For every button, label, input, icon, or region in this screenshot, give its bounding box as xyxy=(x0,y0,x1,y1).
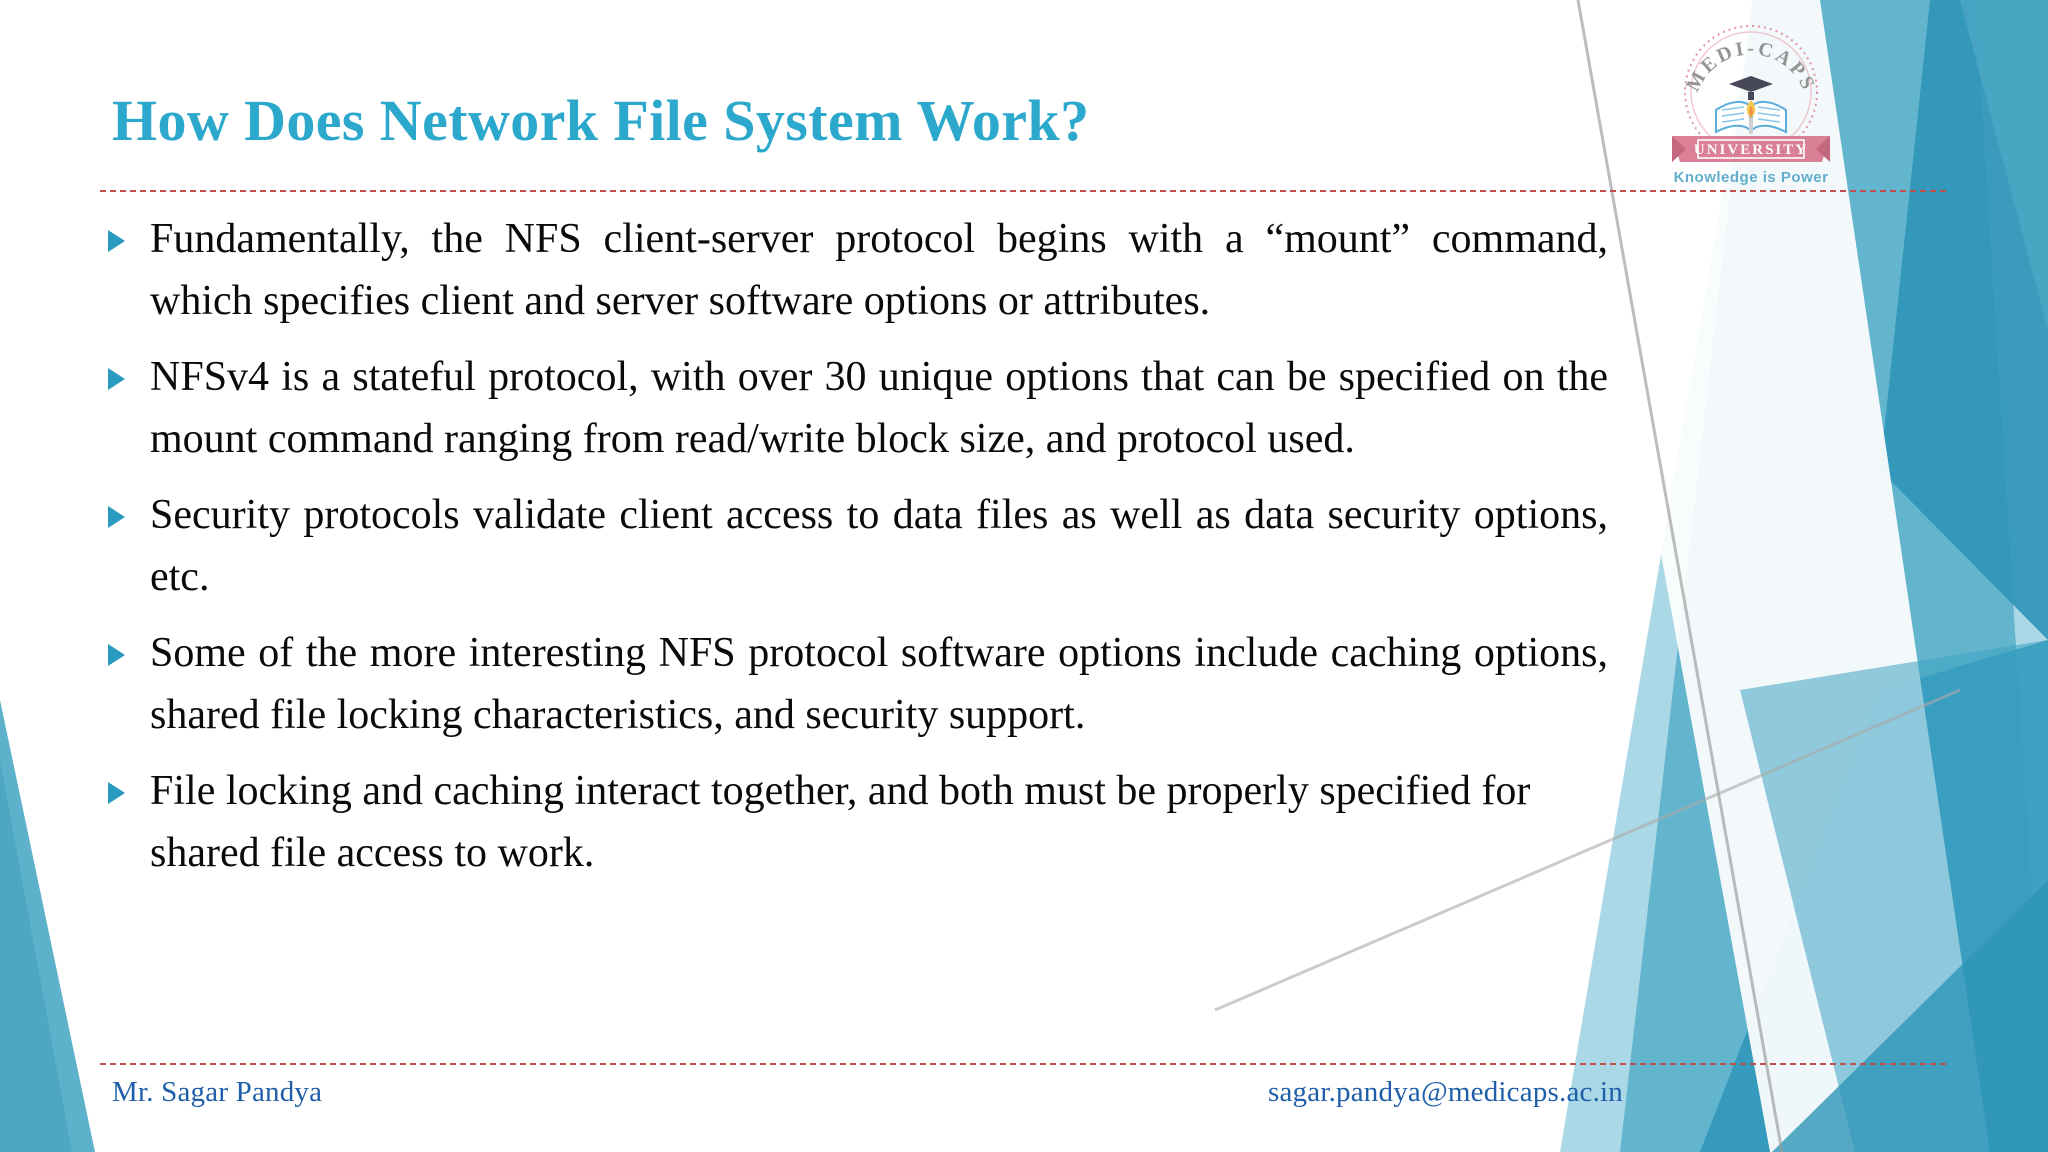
logo-name-banner: UNIVERSITY xyxy=(1694,142,1808,158)
list-item: Security protocols validate client acces… xyxy=(108,484,1608,608)
logo-torch-flame-icon xyxy=(1746,100,1756,134)
list-item: File locking and caching interact togeth… xyxy=(108,760,1608,884)
list-item: Some of the more interesting NFS protoco… xyxy=(108,622,1608,746)
footer-email[interactable]: sagar.pandya@medicaps.ac.in xyxy=(1268,1076,1623,1108)
triangle-bullet-icon xyxy=(108,760,150,804)
bullet-text: Security protocols validate client acces… xyxy=(150,492,1608,600)
triangle-bullet-icon xyxy=(108,346,150,390)
bullet-list: Fundamentally, the NFS client-server pro… xyxy=(108,208,1608,898)
bullet-text: Fundamentally, the NFS client-server pro… xyxy=(150,216,1608,324)
list-item: Fundamentally, the NFS client-server pro… xyxy=(108,208,1608,332)
logo-graduation-cap-icon xyxy=(1729,76,1773,100)
triangle-bullet-icon xyxy=(108,208,150,252)
triangle-bullet-icon xyxy=(108,484,150,528)
deco-shape-right-wedge-lower xyxy=(1700,640,2048,1152)
divider-top xyxy=(100,190,1946,192)
logo-tagline: Knowledge is Power xyxy=(1674,169,1829,186)
footer-presenter-name: Mr. Sagar Pandya xyxy=(112,1076,323,1108)
bullet-text: Some of the more interesting NFS protoco… xyxy=(150,630,1608,738)
deco-shape-bottom-left-wedge-inner xyxy=(0,760,72,1152)
bullet-text: NFSv4 is a stateful protocol, with over … xyxy=(150,354,1608,462)
medicaps-university-logo: MEDI-CAPS xyxy=(1636,14,1866,190)
divider-bottom xyxy=(100,1063,1946,1065)
page-title: How Does Network File System Work? xyxy=(112,88,1090,153)
deco-shape-right-lower-tint xyxy=(1740,640,2048,1152)
deco-shape-right-dark xyxy=(1880,0,2048,640)
deco-shape-bottom-right-dark xyxy=(1772,880,2048,1152)
triangle-bullet-icon xyxy=(108,622,150,666)
bullet-text: File locking and caching interact togeth… xyxy=(150,768,1531,876)
deco-shape-bottom-left-wedge xyxy=(0,700,95,1152)
logo-ribbon-banner: UNIVERSITY xyxy=(1672,136,1830,162)
list-item: NFSv4 is a stateful protocol, with over … xyxy=(108,346,1608,470)
